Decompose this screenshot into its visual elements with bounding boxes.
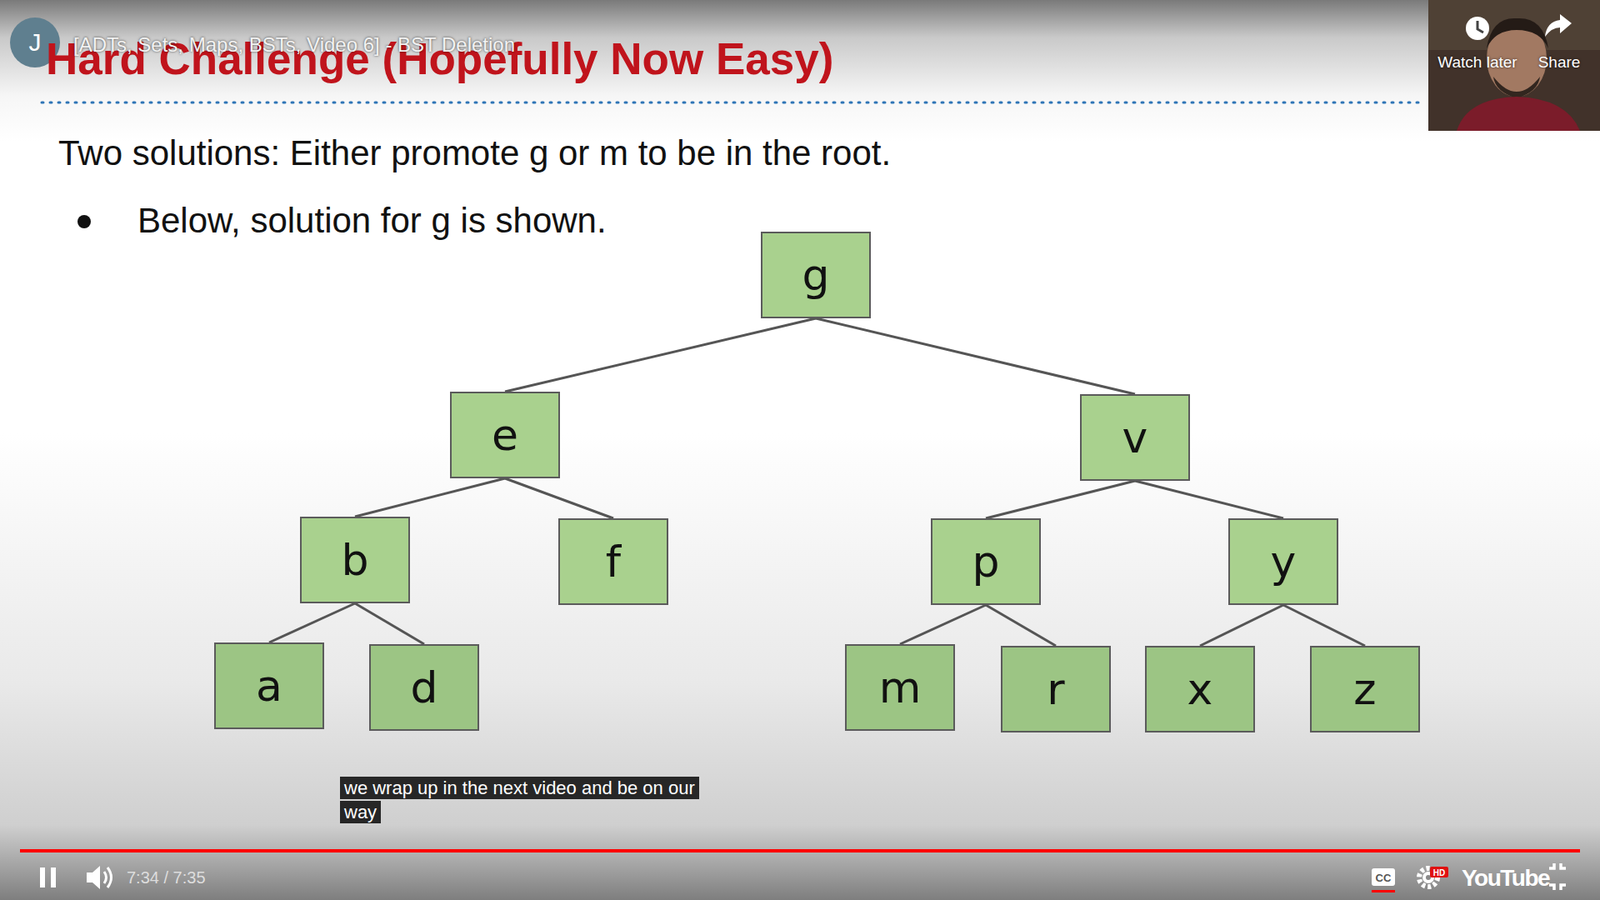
tree-node-box: y [1228, 518, 1339, 605]
dotted-rule [41, 101, 1419, 105]
clock-icon [1465, 16, 1490, 40]
edge-line [269, 603, 355, 643]
avatar-letter: J [29, 28, 42, 57]
node-letter: x [1187, 667, 1214, 711]
tree-node-box: m [845, 644, 955, 731]
caption-box: we wrap up in the next video and be on o… [340, 776, 699, 825]
tree-edge [900, 605, 986, 645]
youtube-logo: YouTube [1461, 865, 1550, 892]
node-letter: p [971, 540, 1000, 584]
tree-node-box: d [369, 644, 480, 731]
tree-edge [1283, 605, 1365, 646]
tree-node-box: p [930, 518, 1041, 605]
tree-edge [815, 318, 1135, 395]
edge-line [1135, 480, 1284, 519]
edge-line [1200, 605, 1284, 646]
edge-line [1283, 605, 1365, 646]
edge-line [355, 603, 425, 645]
tree-node-box: a [214, 642, 325, 730]
tree-node-box: v [1080, 394, 1190, 481]
node-letter: r [1046, 667, 1065, 711]
tree-edge [985, 480, 1135, 519]
edge-line [815, 318, 1135, 395]
tree-edge [1200, 605, 1284, 646]
tree-edge [355, 478, 505, 517]
node-letter: f [605, 540, 621, 584]
tree-node-box: e [450, 391, 560, 479]
edge-line [505, 478, 614, 519]
tree-edge [269, 603, 355, 643]
node-letter: y [1270, 540, 1297, 584]
node-letter: v [1122, 415, 1149, 460]
tree-edge [355, 603, 425, 645]
node-letter: g [801, 253, 830, 297]
cc-text: CC [1375, 871, 1392, 885]
tree-edge [505, 318, 816, 392]
video-title-overlay: [ADTs, Sets, Maps, BSTs, Video 6] - BST … [73, 33, 515, 57]
volume-icon [86, 865, 112, 890]
tree-node-box: x [1145, 645, 1255, 733]
node-letter: e [491, 413, 519, 457]
edge-line [985, 480, 1135, 519]
bullet-text: Below, solution for g is shown. [137, 200, 607, 241]
body-text: Two solutions: Either promote g or m to … [58, 133, 891, 174]
tree-edge [505, 478, 614, 519]
hd-badge [1430, 866, 1449, 878]
tree-node-box: f [558, 518, 669, 605]
watch-later-text: Watch later [1437, 53, 1517, 72]
pause-icon [40, 867, 56, 888]
webcam-thumbnail [1428, 0, 1600, 131]
tree-node-box: b [300, 516, 410, 604]
caption-text: we wrap up in the next video and be on o… [340, 776, 700, 824]
progress-bar [20, 849, 1580, 853]
tree-edge [985, 605, 1056, 646]
node-letter: z [1353, 667, 1376, 711]
node-letter: m [879, 665, 922, 710]
cc-underline [1371, 890, 1395, 893]
tree-edge [1135, 480, 1284, 519]
tree-node-box: g [760, 231, 871, 319]
bullet-dot [77, 215, 91, 229]
tree-node-box: r [1000, 645, 1111, 733]
edge-line [505, 318, 816, 392]
node-letter: d [410, 665, 438, 710]
share-text: Share [1538, 53, 1581, 72]
time-display: 7:34 / 7:35 [126, 868, 206, 888]
cc-box [1371, 868, 1395, 886]
exit-fullscreen-icon [1549, 863, 1566, 890]
share-icon [1545, 14, 1572, 37]
node-letter: a [255, 664, 283, 708]
tree-node-box: z [1310, 645, 1420, 733]
edge-line [985, 605, 1056, 646]
hd-text: HD [1433, 868, 1445, 878]
edge-line [355, 478, 505, 517]
edge-line [900, 605, 986, 645]
node-letter: b [340, 538, 369, 582]
